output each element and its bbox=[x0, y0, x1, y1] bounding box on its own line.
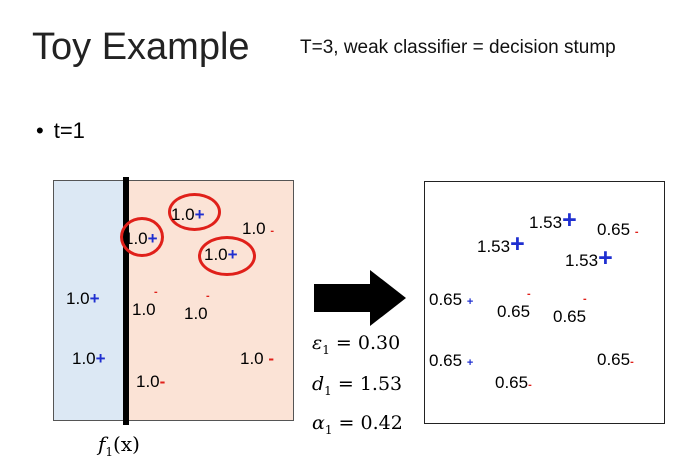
point-weight: 1.0+ bbox=[204, 245, 238, 264]
point-weight: 1.53+ bbox=[477, 230, 525, 258]
point-weight: 0.65- bbox=[597, 350, 634, 369]
point-weight: 0.65- bbox=[553, 293, 587, 326]
slide-title: Toy Example bbox=[32, 26, 250, 68]
decision-stump-line bbox=[123, 177, 129, 425]
point-weight: 1.0 - bbox=[240, 349, 275, 368]
point-weight: 1.53+ bbox=[565, 244, 613, 272]
point-weight: 0.65 + bbox=[429, 351, 474, 370]
epsilon-stat: ε1 = 0.30 bbox=[312, 332, 401, 357]
point-weight: 0.65- bbox=[497, 288, 531, 321]
point-weight: 1.0+ bbox=[171, 205, 205, 224]
point-weight: 1.53+ bbox=[529, 206, 577, 234]
slide-subtitle: T=3, weak classifier = decision stump bbox=[300, 37, 616, 58]
bullet-dot-icon: • bbox=[36, 118, 44, 143]
misclassified-circle bbox=[198, 236, 256, 276]
left-panel: 1.0+ 1.0+ 1.0+ 1.0 - 1.0+ 1.0- 1.0- 1.0+… bbox=[53, 177, 294, 425]
positive-region bbox=[54, 181, 126, 420]
point-weight: 1.0+ bbox=[124, 229, 158, 248]
misclassified-circle bbox=[168, 193, 221, 231]
point-weight: 1.0- bbox=[184, 290, 210, 323]
point-weight: 1.0- bbox=[136, 372, 166, 391]
point-weight: 1.0 - bbox=[242, 219, 275, 238]
right-arrow-icon bbox=[314, 270, 406, 326]
d-stat: d1 = 1.53 bbox=[312, 373, 403, 398]
point-weight: 1.0- bbox=[132, 286, 158, 319]
point-weight: 0.65- bbox=[495, 373, 532, 392]
right-panel: 1.53+ 1.53+ 1.53+ 0.65 - 0.65 + 0.65- 0.… bbox=[424, 181, 665, 424]
point-weight: 1.0+ bbox=[66, 289, 100, 308]
misclassified-circle bbox=[120, 217, 164, 257]
bullet-text: t=1 bbox=[53, 118, 85, 143]
point-weight: 0.65 - bbox=[597, 220, 639, 239]
bullet-item: • t=1 bbox=[36, 118, 85, 144]
point-weight: 1.0+ bbox=[72, 349, 106, 368]
point-weight: 0.65 + bbox=[429, 290, 474, 309]
stump-function-label: f1(x) bbox=[98, 432, 140, 459]
alpha-stat: α1 = 0.42 bbox=[312, 412, 403, 437]
